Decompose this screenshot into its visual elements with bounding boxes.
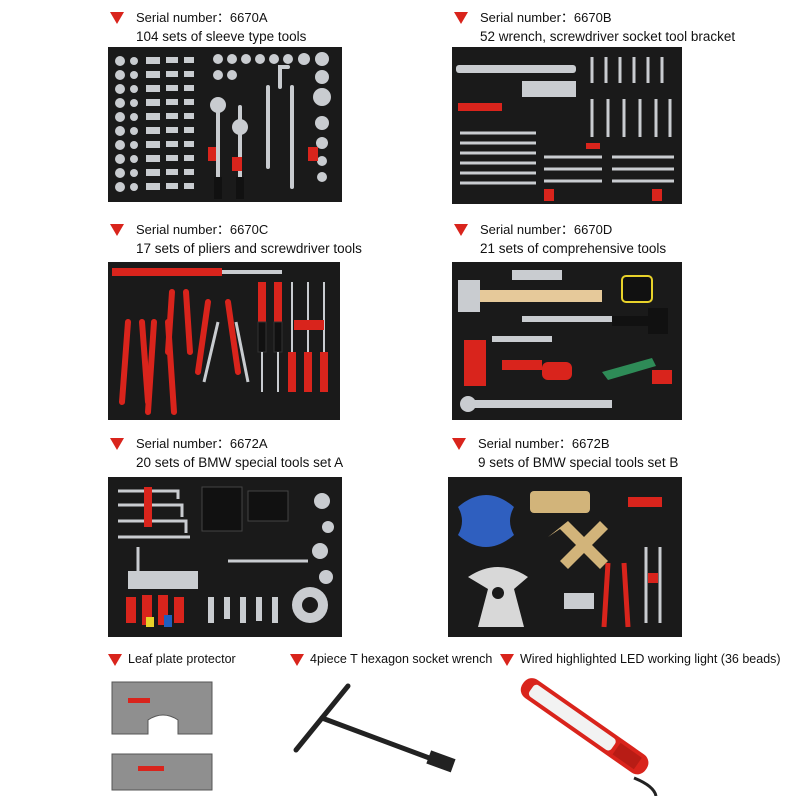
bmw-tools-b-image [458,491,662,628]
comprehensive-tools-image [458,270,672,412]
section-6672b: Serial number：6672B 9 sets of BMW specia… [452,434,678,472]
bmw-tools-a-image [118,486,334,627]
product-description: 17 sets of pliers and screwdriver tools [136,241,362,256]
triangle-marker-icon [290,654,304,666]
triangle-marker-icon [110,224,124,236]
section-6670c: Serial number：6670C 17 sets of pliers an… [110,220,362,258]
triangle-marker-icon [110,438,124,450]
tool-tray-6670a [108,47,342,202]
section-6672a: Serial number：6672A 20 sets of BMW speci… [110,434,343,472]
tool-tray-6670b [452,47,682,204]
pliers-screwdriver-image [112,268,328,415]
item-leaf-plate-protector: Leaf plate protector [108,650,236,669]
led-working-light-image [520,678,658,796]
triangle-marker-icon [500,654,514,666]
section-6670a: Serial number：6670A 104 sets of sleeve t… [110,8,306,46]
serial-number: Serial number：6670D [480,222,613,237]
serial-number: Serial number：6672B [478,436,610,451]
tool-tray-6672a [108,477,342,637]
socket-set-image [115,52,331,199]
item-label: Leaf plate protector [128,652,236,666]
product-description: 9 sets of BMW special tools set B [478,455,679,470]
section-6670d: Serial number：6670D 21 sets of comprehen… [454,220,666,258]
triangle-marker-icon [454,224,468,236]
item-led-working-light: Wired highlighted LED working light (36 … [500,650,781,669]
product-description: 52 wrench, screwdriver socket tool brack… [480,29,736,44]
tool-tray-6672b [448,477,682,637]
triangle-marker-icon [108,654,122,666]
serial-number: Serial number：6670C [136,222,269,237]
serial-number: Serial number：6670B [480,10,612,25]
product-description: 20 sets of BMW special tools set A [136,455,344,470]
leaf-plate-protector-image [111,681,213,791]
triangle-marker-icon [454,12,468,24]
item-label: Wired highlighted LED working light (36 … [520,652,781,666]
product-description: 104 sets of sleeve type tools [136,29,307,44]
tool-tray-6670c [108,262,340,420]
wrench-set-image [456,57,674,201]
serial-number: Serial number：6670A [136,10,268,25]
tool-tray-6670d [452,262,682,420]
triangle-marker-icon [452,438,466,450]
t-hexagon-wrench-image [293,683,456,773]
product-description: 21 sets of comprehensive tools [480,241,667,256]
item-t-hexagon-wrench: 4piece T hexagon socket wrench [290,650,492,669]
serial-number: Serial number：6672A [136,436,268,451]
triangle-marker-icon [110,12,124,24]
section-6670b: Serial number：6670B 52 wrench, screwdriv… [454,8,735,46]
item-label: 4piece T hexagon socket wrench [310,652,493,666]
